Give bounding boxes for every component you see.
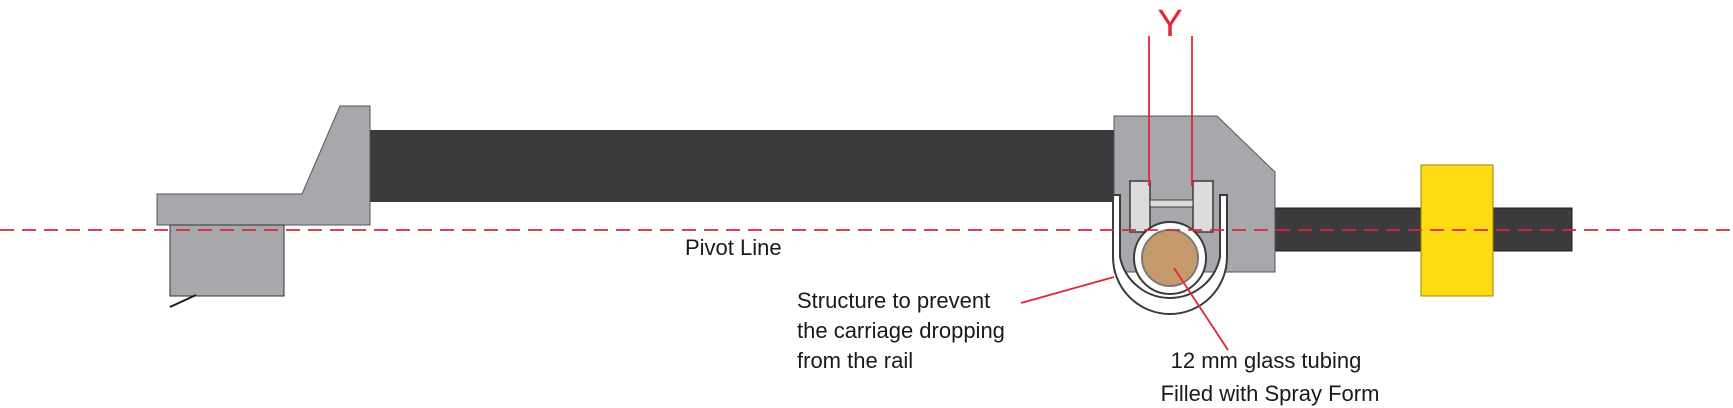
retaining-structure bbox=[1112, 194, 1228, 315]
carriage-bridge bbox=[1149, 199, 1194, 208]
arm-tube bbox=[368, 130, 1116, 202]
structure-label-line1: Structure to prevent bbox=[797, 288, 990, 313]
glass-tubing bbox=[1141, 229, 1199, 287]
structure-leader-line bbox=[1020, 276, 1115, 304]
carriage-bearing-left bbox=[1129, 180, 1151, 233]
headshell bbox=[156, 105, 371, 226]
stylus bbox=[169, 294, 197, 308]
structure-label-line2: the carriage dropping bbox=[797, 318, 1005, 343]
tubing-label-line1: 12 mm glass tubing bbox=[1171, 348, 1362, 373]
carriage-bearing-right bbox=[1192, 180, 1214, 233]
tubing-label-line2: Filled with Spray Form bbox=[1161, 381, 1380, 406]
y-marker-label: Y bbox=[1157, 3, 1182, 45]
pivot-line-label: Pivot Line bbox=[685, 235, 782, 260]
tubing-leader-line bbox=[1173, 267, 1229, 351]
cartridge bbox=[169, 224, 285, 297]
structure-label-line3: from the rail bbox=[797, 348, 913, 373]
